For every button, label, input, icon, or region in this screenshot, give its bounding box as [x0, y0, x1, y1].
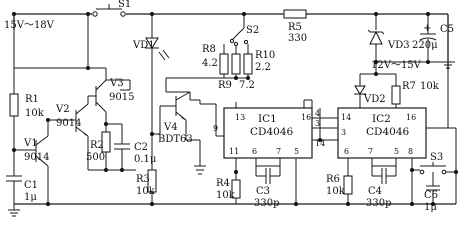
vd1-label: VD1: [132, 40, 155, 51]
resistor-r2: [87, 124, 136, 171]
ic-interconnect: [303, 99, 338, 141]
capacitor-c2: [114, 124, 130, 170]
capacitor-c1: [6, 150, 22, 204]
transistor-v1: [14, 120, 49, 204]
c3-label: C3: [256, 186, 270, 197]
ic1-pin-5: 5: [294, 147, 299, 156]
switch-s2: [229, 14, 249, 47]
s1-label: S1: [118, 0, 131, 10]
s3-label: S3: [430, 152, 443, 163]
s2-label: S2: [246, 25, 259, 36]
resistor-r5: [283, 9, 307, 19]
transistor-v4: [152, 78, 201, 166]
resistor-r6: [343, 166, 353, 204]
ic1-pin-14: 14: [315, 139, 325, 148]
c5-plus: +: [423, 23, 431, 34]
ic1-pin-4: 4: [315, 109, 320, 118]
ic2-label: IC2: [372, 113, 391, 125]
transistor-v2: [48, 96, 89, 146]
ic2: [337, 70, 449, 204]
transistor-v3: [88, 67, 131, 125]
v3-type: 9015: [109, 92, 134, 103]
c4-label: C4: [368, 186, 382, 197]
resistor-r4: [231, 179, 241, 204]
v1-label: V1: [23, 138, 38, 149]
r9-label: R9: [218, 80, 232, 91]
r6-label: R6: [326, 174, 340, 185]
switch-s1: [92, 4, 126, 17]
led-vd1: [145, 14, 170, 180]
ic1-label: IC1: [258, 113, 277, 125]
v4-type: BDT63: [158, 134, 193, 145]
r8-label: R8: [202, 44, 216, 55]
r7-label: R7: [402, 81, 416, 92]
c5-label: C5: [440, 24, 454, 35]
v1-type: 9014: [24, 152, 49, 163]
ground-v4: [194, 165, 206, 175]
c2-label: C2: [134, 142, 148, 153]
c6-label: C6: [424, 190, 438, 201]
v2-label: V2: [55, 104, 70, 115]
r9-value: 7.2: [239, 80, 255, 91]
r10-value: 2.2: [255, 62, 271, 73]
r2-label: R2: [90, 140, 104, 151]
c6-value: 1μ: [424, 202, 437, 213]
r4-value: 10k: [216, 190, 236, 201]
ic2-pin-14: 14: [341, 113, 351, 122]
ic2-pin-7: 7: [368, 147, 373, 156]
c1-label: C1: [24, 180, 38, 191]
circuit-schematic: S1 15V～18V VD1 R5 330 S2: [4, 0, 458, 217]
ic1-pin-6: 6: [252, 147, 257, 156]
ic2-pin-6: 6: [344, 147, 349, 156]
r3-label: R3: [136, 174, 150, 185]
c5-vd3-group: [367, 14, 448, 63]
resistor-r3: [147, 160, 157, 204]
ic1-pin-16: 16: [301, 113, 311, 122]
r10-label: R10: [255, 50, 275, 61]
v4-label: V4: [163, 122, 178, 133]
r3-value: 10k: [136, 186, 156, 197]
ic2-pin-3: 3: [341, 128, 346, 137]
r5-label: R5: [288, 22, 302, 33]
c1-value: 1μ: [24, 192, 37, 203]
regulated-voltage: 12V～15V: [371, 60, 422, 71]
ic1-pin-3: 3: [315, 119, 320, 128]
c2-value: 0.1μ: [134, 154, 157, 165]
supply-voltage: 15V～18V: [4, 20, 55, 31]
ic1-pin-9: 9: [213, 124, 218, 133]
c5-value: 220μ: [412, 40, 438, 51]
v2-type: 9014: [56, 118, 81, 129]
r2-value: 500: [86, 152, 105, 163]
ground-bottom-left: [8, 204, 20, 217]
ic1-pin-13: 13: [235, 113, 245, 122]
ground-top-right: [441, 61, 455, 69]
ic2-pin-5: 5: [394, 147, 399, 156]
r1-label: R1: [25, 94, 39, 105]
r7-value: 10k: [420, 81, 440, 92]
junctions: [12, 12, 458, 206]
ic1-pin-7: 7: [276, 147, 281, 156]
vd3-label: VD3: [387, 40, 410, 51]
v3-label: V3: [109, 78, 124, 89]
capacitor-c4: [371, 165, 397, 184]
ic1: [200, 100, 313, 204]
vd2-label: VD2: [363, 94, 386, 105]
switch-s3-c6: [412, 127, 457, 204]
r4-label: R4: [216, 178, 230, 189]
ic2-chip: CD4046: [366, 126, 409, 138]
ic1-chip: CD4046: [250, 126, 293, 138]
ic2-pin-8: 8: [408, 147, 413, 156]
resistor-r1: [9, 30, 19, 150]
r6-value: 10k: [326, 186, 346, 197]
ic1-pin-11: 11: [229, 147, 239, 156]
capacitor-c3: [255, 165, 281, 184]
r5-value: 330: [288, 33, 307, 44]
r1-value: 10k: [25, 108, 45, 119]
r8-value: 4.2: [202, 58, 218, 69]
ic2-pin-16: 16: [406, 113, 416, 122]
